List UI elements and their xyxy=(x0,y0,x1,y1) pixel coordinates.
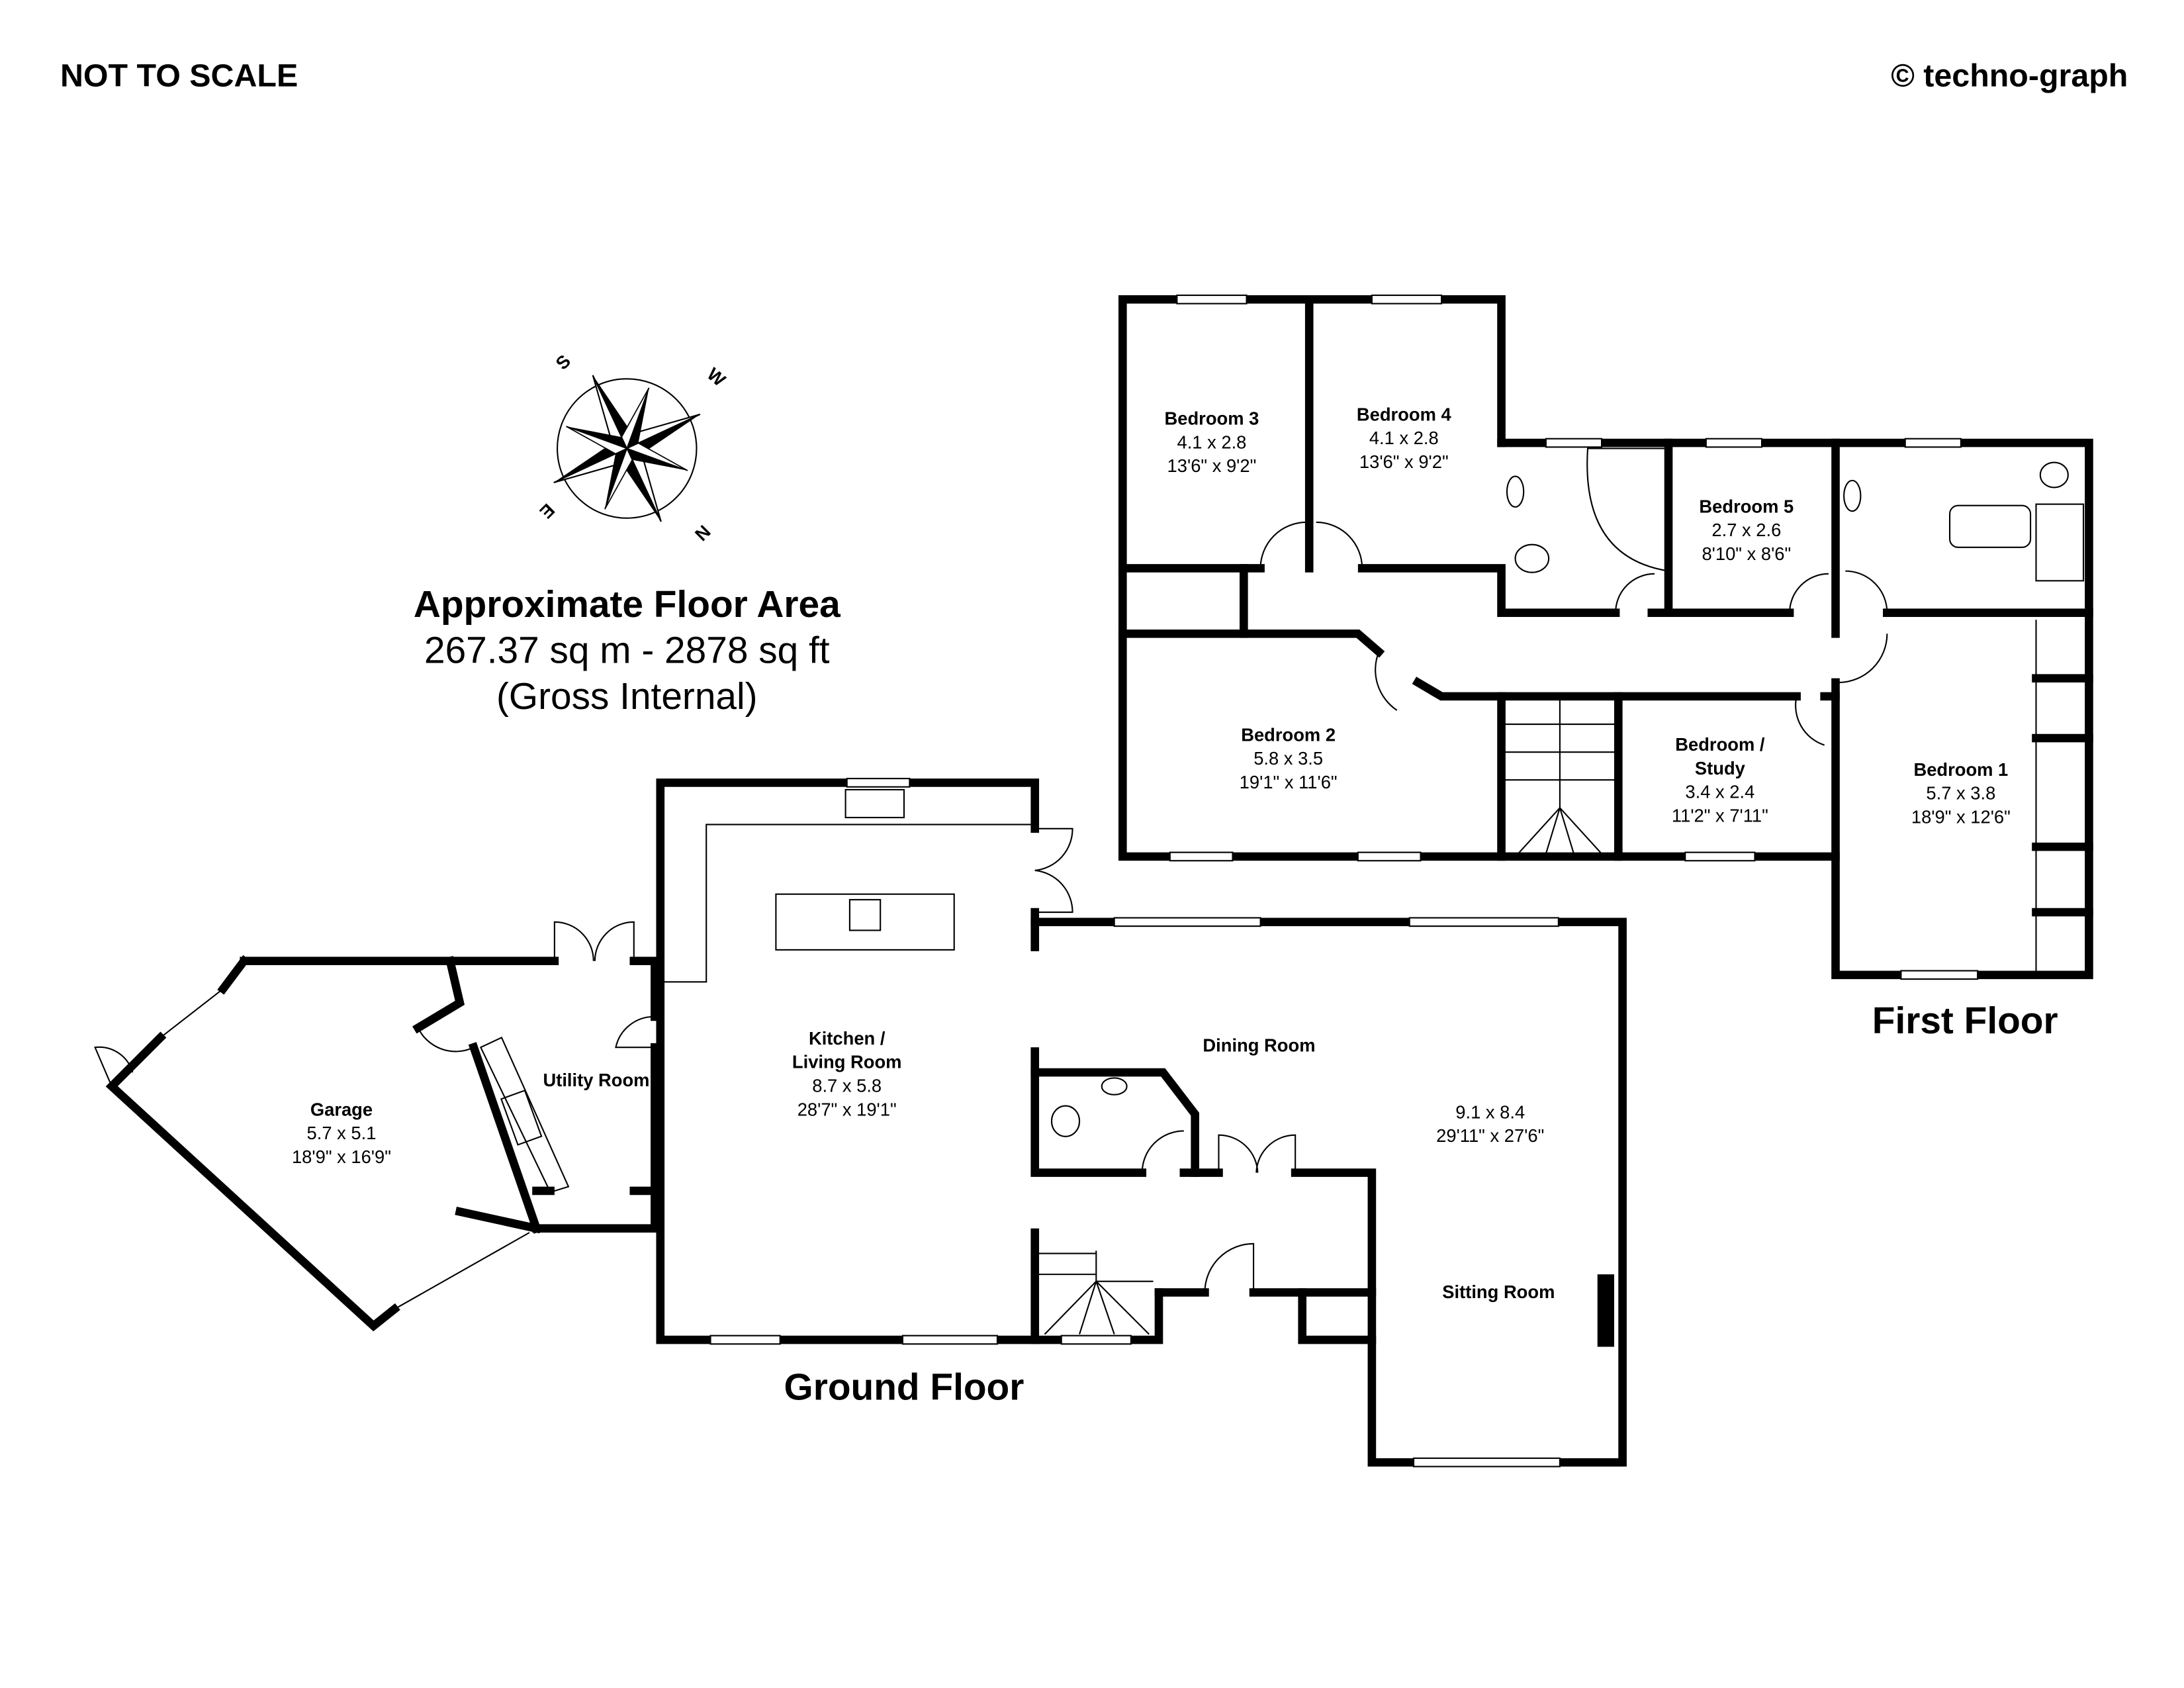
svg-text:29'11" x 27'6": 29'11" x 27'6" xyxy=(1436,1125,1544,1146)
first-floor-label: First Floor xyxy=(1872,1000,2058,1042)
sink-icon xyxy=(500,1089,543,1146)
toilet-icon xyxy=(1050,1105,1081,1137)
room-bedroom-study: Bedroom / Study 3.4 x 2.4 11'2" x 7'11" xyxy=(1672,734,1768,825)
svg-text:19'1" x 11'6": 19'1" x 11'6" xyxy=(1240,772,1338,792)
room-kitchen-living: Kitchen / Living Room 8.7 x 5.8 28'7" x … xyxy=(792,1028,902,1119)
svg-text:8.7 x 5.8: 8.7 x 5.8 xyxy=(812,1076,882,1096)
svg-text:Bedroom 4: Bedroom 4 xyxy=(1357,404,1452,424)
room-dining: Dining Room xyxy=(1203,1035,1315,1055)
svg-text:Bedroom /: Bedroom / xyxy=(1675,734,1765,755)
floor-area-title: Approximate Floor Area xyxy=(414,584,841,626)
svg-text:18'9" x 16'9": 18'9" x 16'9" xyxy=(292,1147,391,1167)
svg-text:13'6" x 9'2": 13'6" x 9'2" xyxy=(1359,451,1449,472)
room-sitting: 9.1 x 8.4 29'11" x 27'6" Sitting Room xyxy=(1436,1102,1555,1301)
ground-floor-label: Ground Floor xyxy=(784,1366,1024,1408)
svg-text:Bedroom 1: Bedroom 1 xyxy=(1913,759,2008,780)
corner-bath-icon xyxy=(1586,447,1670,572)
svg-text:Kitchen /: Kitchen / xyxy=(809,1028,886,1049)
staircase-icon xyxy=(1037,1250,1154,1335)
svg-text:3.4 x 2.4: 3.4 x 2.4 xyxy=(1685,782,1754,802)
ground-floor-plan xyxy=(94,778,1627,1468)
svg-text:5.7 x 3.8: 5.7 x 3.8 xyxy=(1926,783,1995,804)
room-bedroom-4: Bedroom 4 4.1 x 2.8 13'6" x 9'2" xyxy=(1357,404,1452,472)
basin-icon xyxy=(1101,1077,1128,1096)
svg-text:4.1 x 2.8: 4.1 x 2.8 xyxy=(1369,428,1439,448)
svg-text:5.8 x 3.5: 5.8 x 3.5 xyxy=(1253,748,1323,769)
hob-icon xyxy=(848,899,882,931)
svg-text:2.7 x 2.6: 2.7 x 2.6 xyxy=(1711,520,1781,540)
staircase-icon xyxy=(1504,699,1616,855)
svg-text:4.1 x 2.8: 4.1 x 2.8 xyxy=(1177,432,1246,452)
floor-area-value: 267.37 sq m - 2878 sq ft xyxy=(424,630,830,671)
room-utility: Utility Room xyxy=(543,1070,649,1090)
compass-rose-icon xyxy=(548,375,706,528)
svg-text:11'2" x 7'11": 11'2" x 7'11" xyxy=(1672,805,1768,825)
basin-icon xyxy=(1506,475,1525,508)
svg-text:Bedroom 2: Bedroom 2 xyxy=(1241,724,1336,745)
toilet-icon xyxy=(1514,543,1550,573)
svg-text:Bedroom 3: Bedroom 3 xyxy=(1165,408,1259,429)
room-bedroom-3: Bedroom 3 4.1 x 2.8 13'6" x 9'2" xyxy=(1165,408,1259,477)
not-to-scale-label: NOT TO SCALE xyxy=(60,58,298,93)
svg-text:8'10" x 8'6": 8'10" x 8'6" xyxy=(1702,543,1791,564)
toilet-icon xyxy=(2039,461,2069,489)
svg-text:Sitting Room: Sitting Room xyxy=(1442,1282,1555,1302)
sink-icon xyxy=(844,788,905,819)
shower-icon xyxy=(2035,503,2085,582)
svg-text:28'7" x 19'1": 28'7" x 19'1" xyxy=(797,1099,897,1119)
svg-text:5.7 x 5.1: 5.7 x 5.1 xyxy=(307,1123,377,1143)
floor-area-note: (Gross Internal) xyxy=(496,676,758,718)
copyright-label: © techno-graph xyxy=(1891,58,2128,93)
room-bedroom-2: Bedroom 2 5.8 x 3.5 19'1" x 11'6" xyxy=(1240,724,1338,792)
room-bedroom-5: Bedroom 5 2.7 x 2.6 8'10" x 8'6" xyxy=(1699,496,1794,564)
basin-icon xyxy=(1843,479,1862,512)
svg-text:Bedroom 5: Bedroom 5 xyxy=(1699,496,1794,516)
first-floor-plan xyxy=(1118,294,2093,980)
svg-text:Study: Study xyxy=(1695,758,1746,778)
svg-text:18'9" x 12'6": 18'9" x 12'6" xyxy=(1911,806,2011,827)
svg-text:13'6" x 9'2": 13'6" x 9'2" xyxy=(1167,455,1257,476)
svg-text:Living Room: Living Room xyxy=(792,1052,902,1072)
room-garage: Garage 5.7 x 5.1 18'9" x 16'9" xyxy=(292,1099,391,1167)
svg-text:9.1 x 8.4: 9.1 x 8.4 xyxy=(1455,1102,1525,1122)
svg-text:Garage: Garage xyxy=(310,1099,373,1119)
bath-icon xyxy=(1948,504,2032,548)
room-bedroom-1: Bedroom 1 5.7 x 3.8 18'9" x 12'6" xyxy=(1911,759,2011,827)
